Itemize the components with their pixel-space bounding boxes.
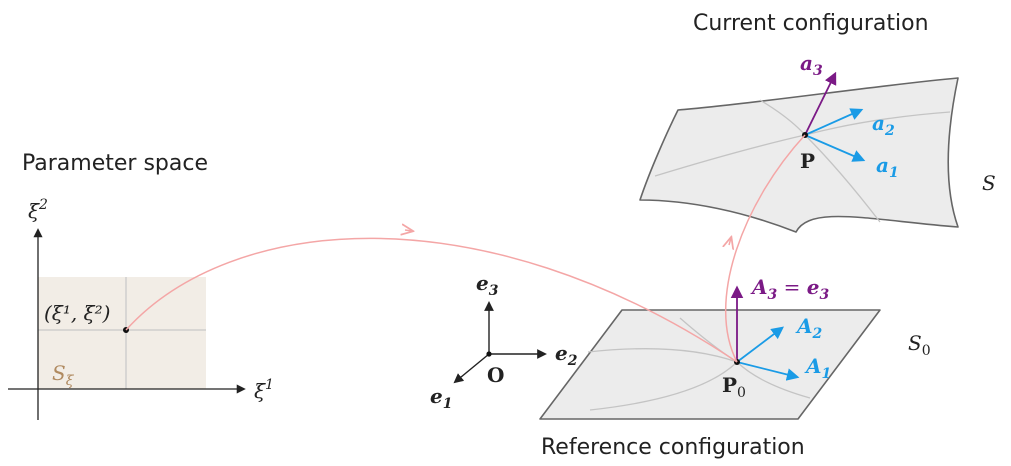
- e2-label: e2: [555, 341, 578, 369]
- current-grid-line-2: [759, 99, 881, 223]
- A3-label: A3 = e3: [750, 275, 830, 303]
- deformation-mapping-curve: [724, 134, 806, 363]
- parameter-point-label: (ξ¹, ξ²): [44, 301, 110, 325]
- parameter-domain-label: Sξ: [52, 361, 75, 389]
- A1-label: A1: [804, 354, 831, 382]
- A1-vector: [736, 361, 800, 381]
- e1-label: e1: [430, 384, 452, 412]
- reference-grid-line-1: [587, 348, 811, 399]
- A2-label: A2: [795, 314, 823, 342]
- xi1-axis-label: ξ1: [254, 377, 274, 403]
- a2-vector: [804, 108, 864, 136]
- a3-vector: [804, 71, 837, 136]
- parameter-space-label: Parameter space: [22, 151, 208, 176]
- P-label: P: [800, 149, 815, 173]
- reference-mapping-curve: [125, 237, 738, 363]
- xi2-axis-label: ξ2: [28, 197, 48, 223]
- reference-grid-line-2: [589, 317, 739, 411]
- origin-label: O: [487, 363, 504, 387]
- a1-label: a1: [876, 153, 899, 181]
- A2-vector: [736, 326, 785, 363]
- current-surface: [639, 77, 959, 233]
- e1-axis: [453, 353, 490, 384]
- S-label: S: [982, 171, 996, 195]
- origin-point: [486, 351, 492, 357]
- a3-label: a3: [800, 51, 823, 79]
- reference-mapping-arrowhead: [405, 230, 412, 231]
- current-configuration-label: Current configuration: [693, 11, 929, 36]
- a2-label: a2: [872, 111, 895, 139]
- P0-label: P0: [722, 373, 746, 401]
- parameter-domain: [38, 277, 206, 389]
- reference-configuration-label: Reference configuration: [541, 435, 805, 460]
- e3-label: e3: [476, 271, 499, 299]
- S0-label: S0: [908, 331, 931, 359]
- a1-vector: [804, 134, 866, 162]
- deformation-mapping-arrowhead: [729, 238, 731, 245]
- reference-surface: [539, 309, 881, 420]
